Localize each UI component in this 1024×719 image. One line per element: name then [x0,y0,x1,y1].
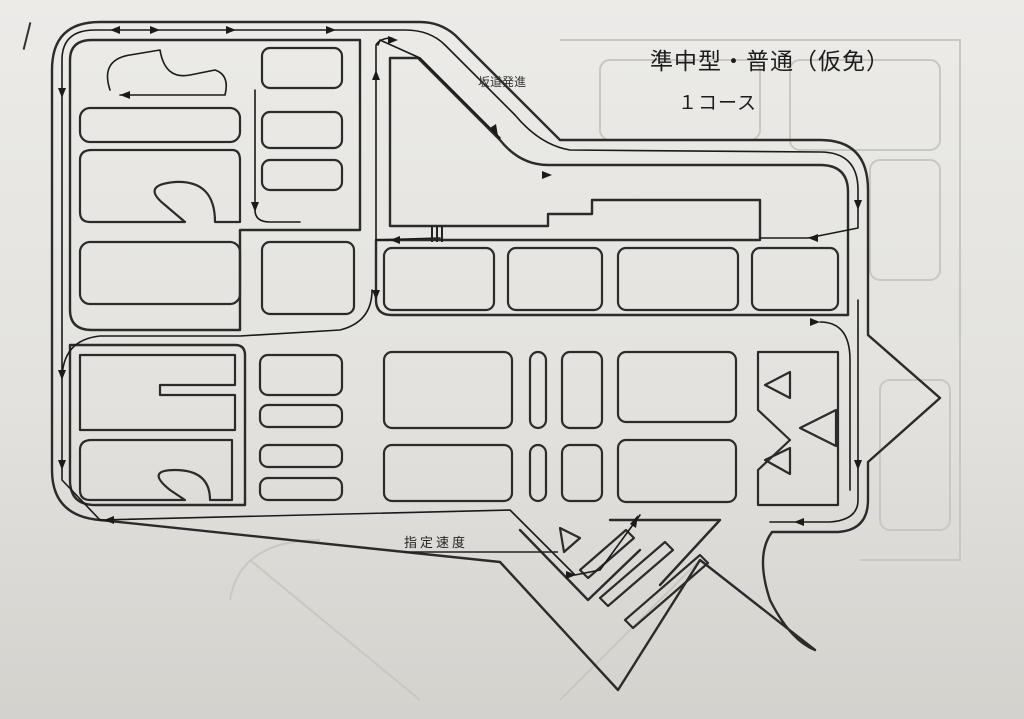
lower-diagonal-lane [518,518,722,602]
island-crank-a [382,246,496,312]
island-lower-left-1 [78,353,237,432]
arrow-icon [808,234,818,242]
arrow-icon [854,200,862,210]
course-title: 準中型・普通（仮免） [650,49,890,75]
island-zigzag [756,350,840,507]
island-mid-small-1 [258,353,344,397]
island-diagonal-3 [623,553,710,630]
arrow-icon [794,518,804,526]
arrow-icon [372,290,380,300]
arrow-icon [58,460,66,470]
arrow-icon [150,26,160,34]
hill-start-marker [431,226,443,242]
island-crank-c [616,246,740,312]
island-diagonal-1 [578,528,636,580]
island-right-block-2 [616,438,738,504]
arrow-icon [104,516,114,524]
island-diagonal-2 [598,540,675,608]
island-curve-2 [560,443,604,503]
arrow-icon [388,36,398,44]
arrow-icon [58,88,66,98]
route-line-ramp [377,39,501,139]
island-triangle-3 [763,446,792,476]
island-right-block-1 [616,350,738,424]
inner-road-edge-lower [68,343,247,507]
arrow-icon [542,171,552,179]
arrow-icon [854,460,862,470]
hill-start-label: 坂道発進 [478,75,527,89]
driving-route [58,26,862,579]
island-slot-2 [528,443,548,503]
island-upper-left-bar [78,106,242,144]
route-direction-arrows [58,26,862,579]
island-crank-1 [260,46,344,90]
island-crank-b [506,246,604,312]
road-outline [50,20,942,692]
arrow-icon [566,571,576,579]
arrow-icon [120,91,130,99]
outer-road-edge [50,20,942,692]
island-triangle-2 [798,408,838,448]
designated-speed-label: 指定速度 [404,536,469,551]
arrow-icon [226,26,236,34]
course-islands [78,46,840,630]
island-mid-small-3 [258,443,344,469]
arrow-icon [372,70,380,80]
island-triangle-1 [763,370,792,400]
arrow-icon [490,124,498,136]
island-s-curve-upper [78,148,242,224]
arrow-icon [390,236,400,244]
island-square-mid [260,240,356,316]
island-crank-d [750,246,840,312]
arrow-icon [58,370,66,380]
island-slot-1 [528,350,548,430]
island-crank-3 [260,158,344,192]
inner-road-edge-upper [374,56,850,317]
course-subtitle: １コース [678,92,758,114]
island-s-curve-lower [78,438,234,502]
island-mid-small-2 [258,403,344,429]
island-crank-2 [260,110,344,150]
ghost-background-course [229,39,961,701]
arrow-icon [326,26,336,34]
arrow-icon [810,318,820,326]
island-curve-1 [560,350,604,430]
island-center-large-1 [382,350,514,430]
arrow-icon [110,26,120,34]
island-center-large-2 [382,443,514,503]
island-long-bar [78,240,242,306]
arrow-icon [630,515,638,528]
speed-triangle [558,526,582,554]
inner-road-edge-left [68,38,362,332]
arrow-icon [251,202,259,212]
island-mid-small-4 [258,476,344,502]
